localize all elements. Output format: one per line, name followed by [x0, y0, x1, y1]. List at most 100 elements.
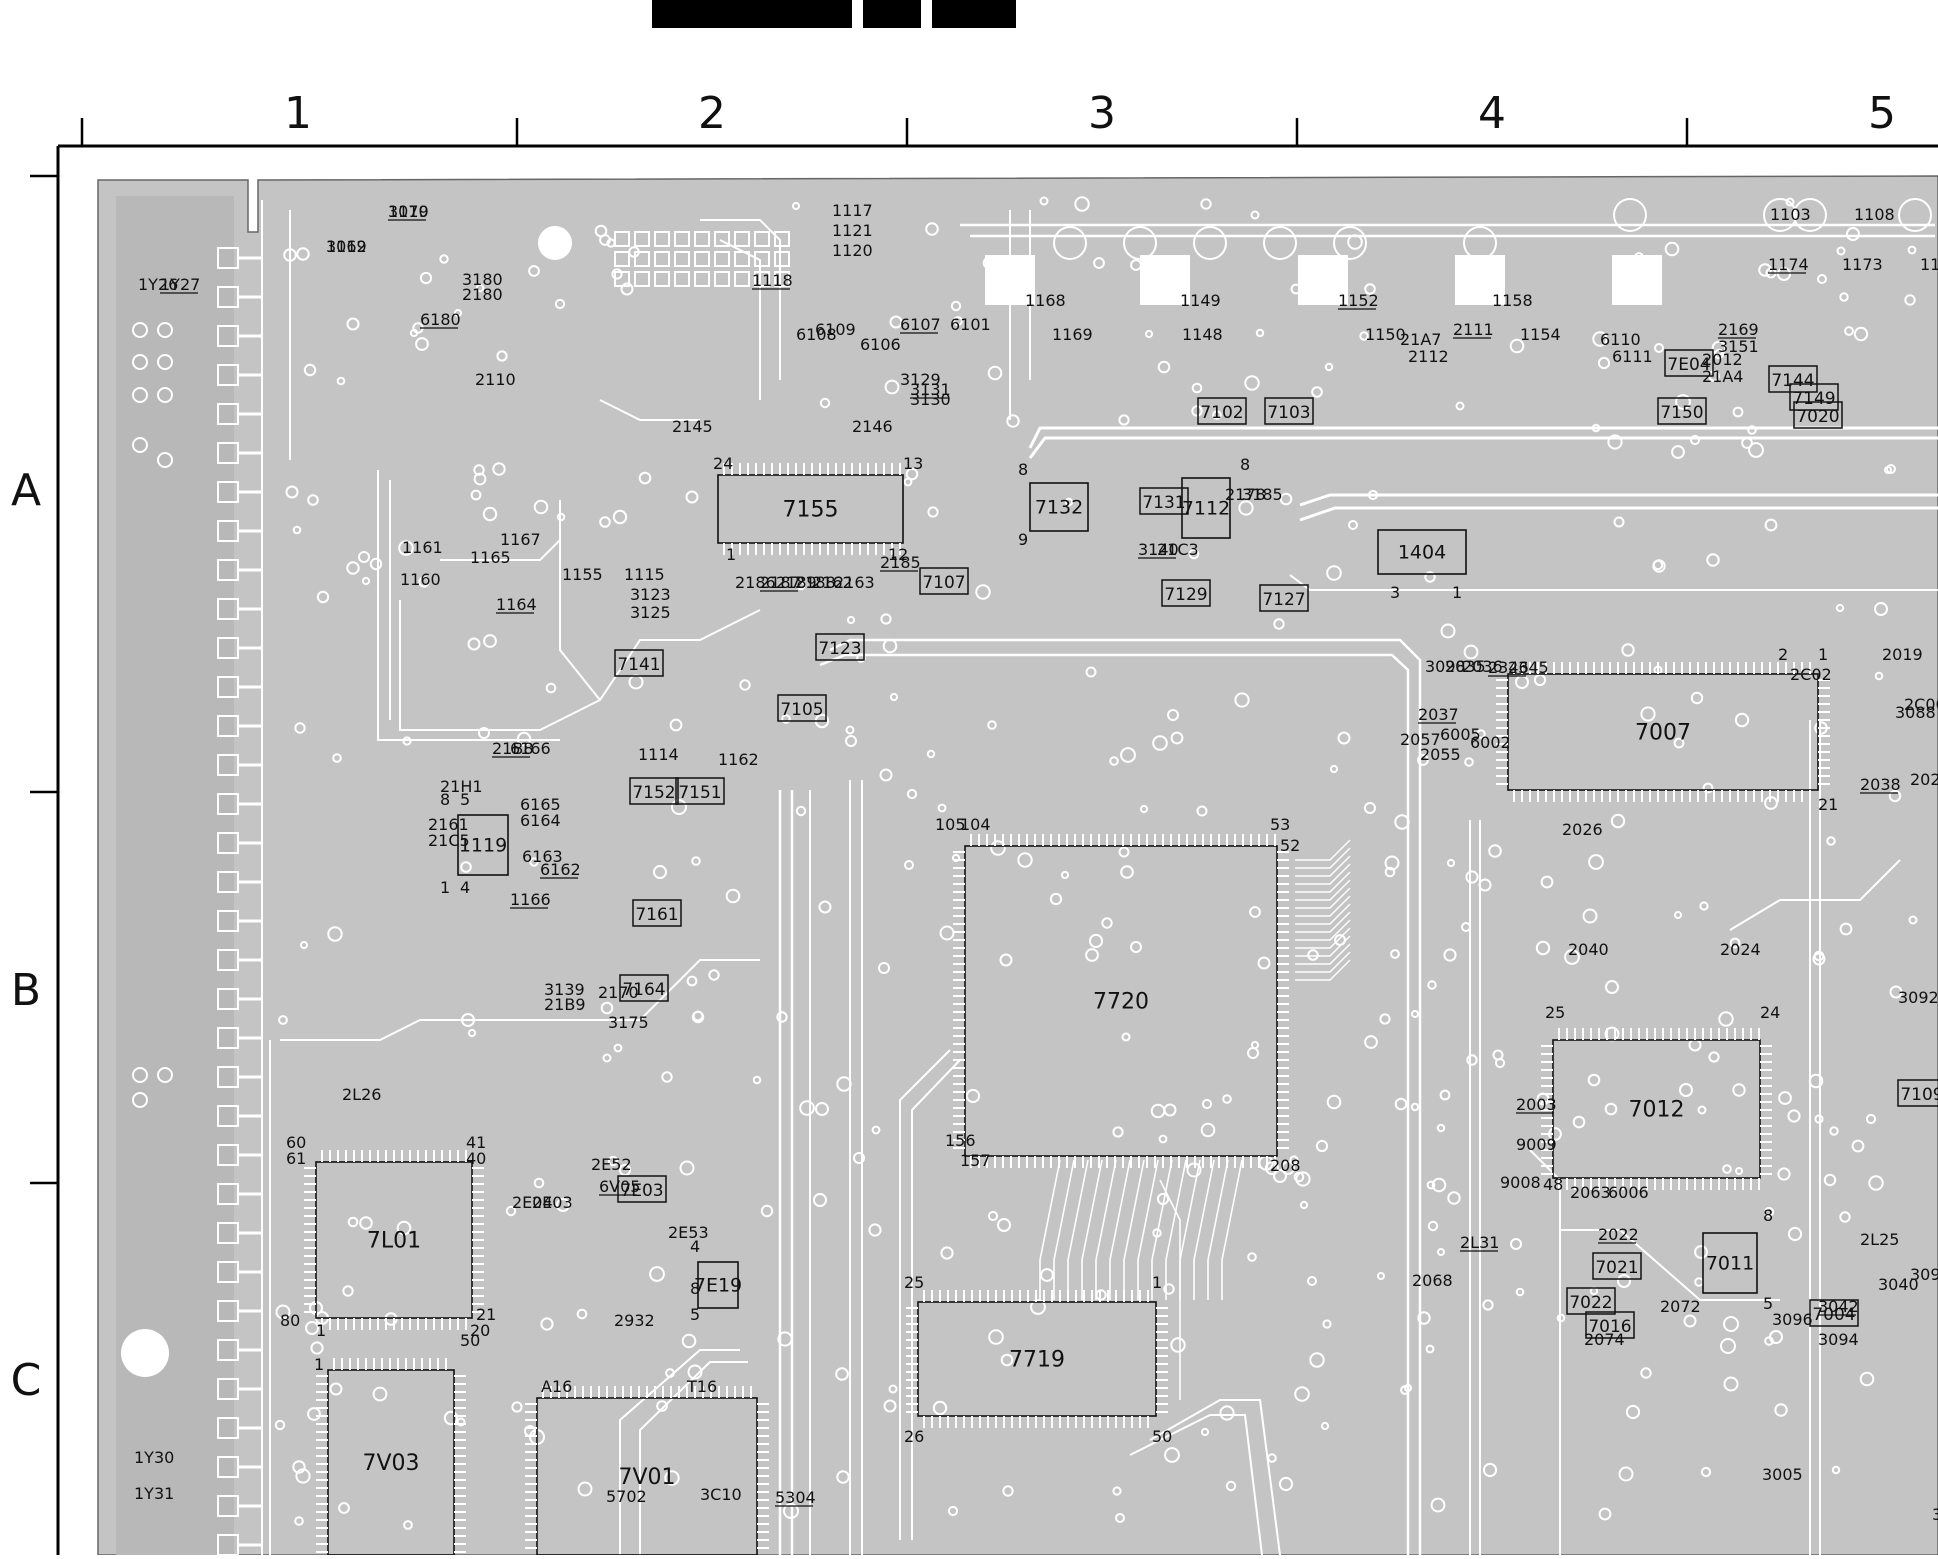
- via: [1829, 1126, 1839, 1136]
- via: [1394, 1097, 1408, 1111]
- via: [1464, 757, 1474, 767]
- via: [1763, 198, 1797, 232]
- via: [1247, 1252, 1257, 1262]
- via: [1699, 901, 1709, 911]
- via: [988, 1329, 1004, 1345]
- ref-label: 2L25: [1860, 1230, 1899, 1249]
- via: [1812, 952, 1826, 966]
- via: [1191, 405, 1203, 417]
- via: [951, 853, 961, 863]
- header-pad: [634, 251, 650, 267]
- pin-number: 50: [1152, 1427, 1172, 1446]
- via: [880, 613, 892, 625]
- via: [906, 788, 918, 800]
- ref-label: 3180: [462, 270, 503, 289]
- via: [1734, 712, 1750, 728]
- via: [1605, 980, 1619, 994]
- via: [1112, 1486, 1122, 1496]
- via: [1424, 571, 1436, 583]
- via: [294, 722, 306, 734]
- via: [1167, 709, 1179, 721]
- via: [882, 638, 898, 654]
- connector-square-pad: [985, 255, 1035, 305]
- via: [556, 512, 566, 522]
- via: [760, 1204, 774, 1218]
- ref-label: 1169: [1052, 325, 1093, 344]
- via: [1364, 283, 1376, 295]
- via: [1263, 226, 1297, 260]
- ic-ref: 7007: [1635, 720, 1691, 745]
- copper-trace: [1109, 1159, 1131, 1300]
- via: [815, 1102, 829, 1116]
- via: [1711, 340, 1727, 356]
- copper-trace: [1295, 855, 1351, 877]
- ref-label: 2163: [834, 573, 875, 592]
- via: [853, 1152, 865, 1164]
- ic-outline: [964, 845, 1278, 1157]
- via: [1085, 666, 1097, 678]
- via: [1394, 814, 1410, 830]
- via: [836, 1076, 852, 1092]
- via: [1333, 226, 1367, 260]
- via: [1675, 394, 1691, 410]
- via: [1482, 1299, 1494, 1311]
- component-ref: 7107: [922, 573, 965, 593]
- via: [1085, 948, 1099, 962]
- ref-label: 6106: [860, 335, 901, 354]
- ref-label: 21B9: [544, 995, 586, 1014]
- ref-label: 1162: [718, 750, 759, 769]
- copper-trace: [619, 1349, 740, 1555]
- ref-label: 21A4: [1702, 367, 1743, 386]
- header-pad: [774, 231, 790, 247]
- via: [1700, 1466, 1712, 1478]
- copper-trace: [1039, 1159, 1061, 1300]
- via: [403, 1520, 413, 1530]
- ref-label: 1160: [400, 570, 441, 589]
- via: [1348, 520, 1358, 530]
- via: [347, 1216, 359, 1228]
- copper-trace: [1295, 919, 1351, 941]
- via: [925, 222, 939, 236]
- component-ref: 7020: [1796, 407, 1839, 427]
- via: [781, 714, 791, 724]
- via: [1729, 937, 1741, 949]
- via: [661, 1071, 673, 1083]
- ic-ref: 7E19: [694, 1274, 742, 1296]
- pin-number: 8: [1018, 460, 1028, 479]
- via: [275, 1304, 291, 1320]
- via: [818, 900, 832, 914]
- via: [338, 1502, 350, 1514]
- connector-circles: [132, 322, 173, 1108]
- via: [1367, 489, 1379, 501]
- ref-label: 2038: [1860, 775, 1901, 794]
- via: [1326, 565, 1342, 581]
- via: [1120, 865, 1134, 879]
- via: [1267, 1453, 1277, 1463]
- via: [638, 471, 652, 485]
- ref-label: 2037: [1418, 705, 1459, 724]
- ref-label: 6V05: [599, 1177, 640, 1196]
- ref-label: 3096: [1772, 1310, 1813, 1329]
- via: [1109, 756, 1119, 766]
- via: [1118, 846, 1130, 858]
- via: [1222, 1094, 1232, 1104]
- ref-label: 2161: [428, 815, 469, 834]
- via: [1311, 386, 1323, 398]
- via-layer: [274, 196, 1932, 1530]
- via: [819, 397, 831, 409]
- via: [686, 975, 698, 987]
- pin-number: 3: [1390, 583, 1400, 602]
- ref-label: 5702: [606, 1487, 647, 1506]
- ref-label: 2169: [1718, 320, 1759, 339]
- copper-trace: [280, 959, 760, 1041]
- via: [681, 1333, 697, 1349]
- mounting-hole: [539, 227, 571, 259]
- pin-number: 60: [286, 1133, 306, 1152]
- copper-trace: [1067, 1159, 1089, 1300]
- pin-number: 1: [1452, 583, 1462, 602]
- via: [776, 1011, 788, 1023]
- via: [1591, 423, 1601, 433]
- via: [1294, 1386, 1310, 1402]
- via: [1723, 1316, 1739, 1332]
- ref-label: 1166: [510, 890, 551, 909]
